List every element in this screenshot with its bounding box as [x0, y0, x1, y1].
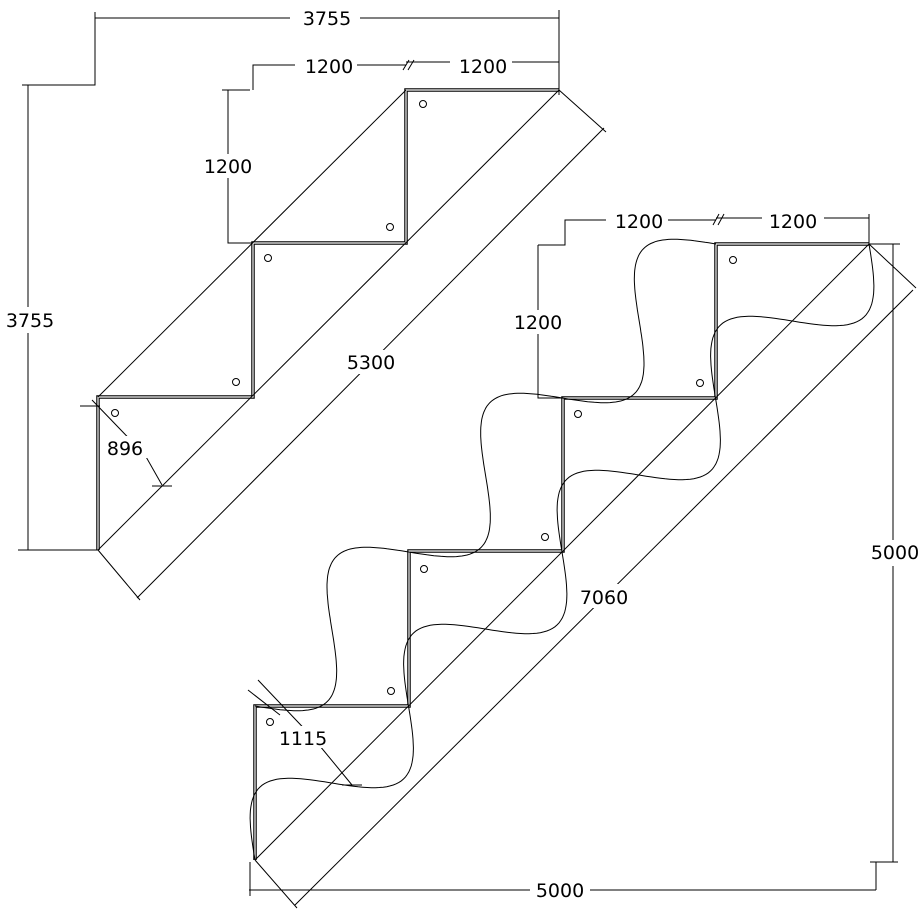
right-wave-top — [254, 238, 717, 712]
left-stringer-bottom — [97, 89, 560, 551]
dim-label: 1200 — [615, 211, 663, 233]
right-holes — [266, 256, 737, 726]
dim-label: 3755 — [303, 8, 351, 30]
dim-label: 5000 — [536, 880, 584, 902]
dim-label: 1200 — [204, 156, 252, 178]
left-holes — [111, 100, 427, 417]
dim-right-stringer-length — [254, 243, 917, 909]
dim-label: 1200 — [769, 211, 817, 233]
left-stair: 3755 3755 1200 1200 1200 5300 896 — [0, 6, 607, 601]
dim-label: 3755 — [6, 310, 54, 332]
dim-left-riser — [222, 89, 253, 244]
dim-label: 5000 — [871, 542, 919, 564]
dim-label: 5300 — [347, 352, 395, 374]
dim-label: 1115 — [279, 728, 327, 750]
dim-label: 1200 — [514, 312, 562, 334]
dim-label: 7060 — [580, 587, 628, 609]
dim-label: 896 — [107, 438, 143, 460]
dim-label: 1200 — [305, 56, 353, 78]
dim-left-stringer-length — [97, 89, 607, 601]
right-stair: 1200 1200 1200 5000 5000 7060 1115 — [247, 208, 924, 909]
dim-right-height — [869, 243, 900, 890]
dim-right-riser — [537, 245, 563, 399]
dim-label: 1200 — [459, 56, 507, 78]
